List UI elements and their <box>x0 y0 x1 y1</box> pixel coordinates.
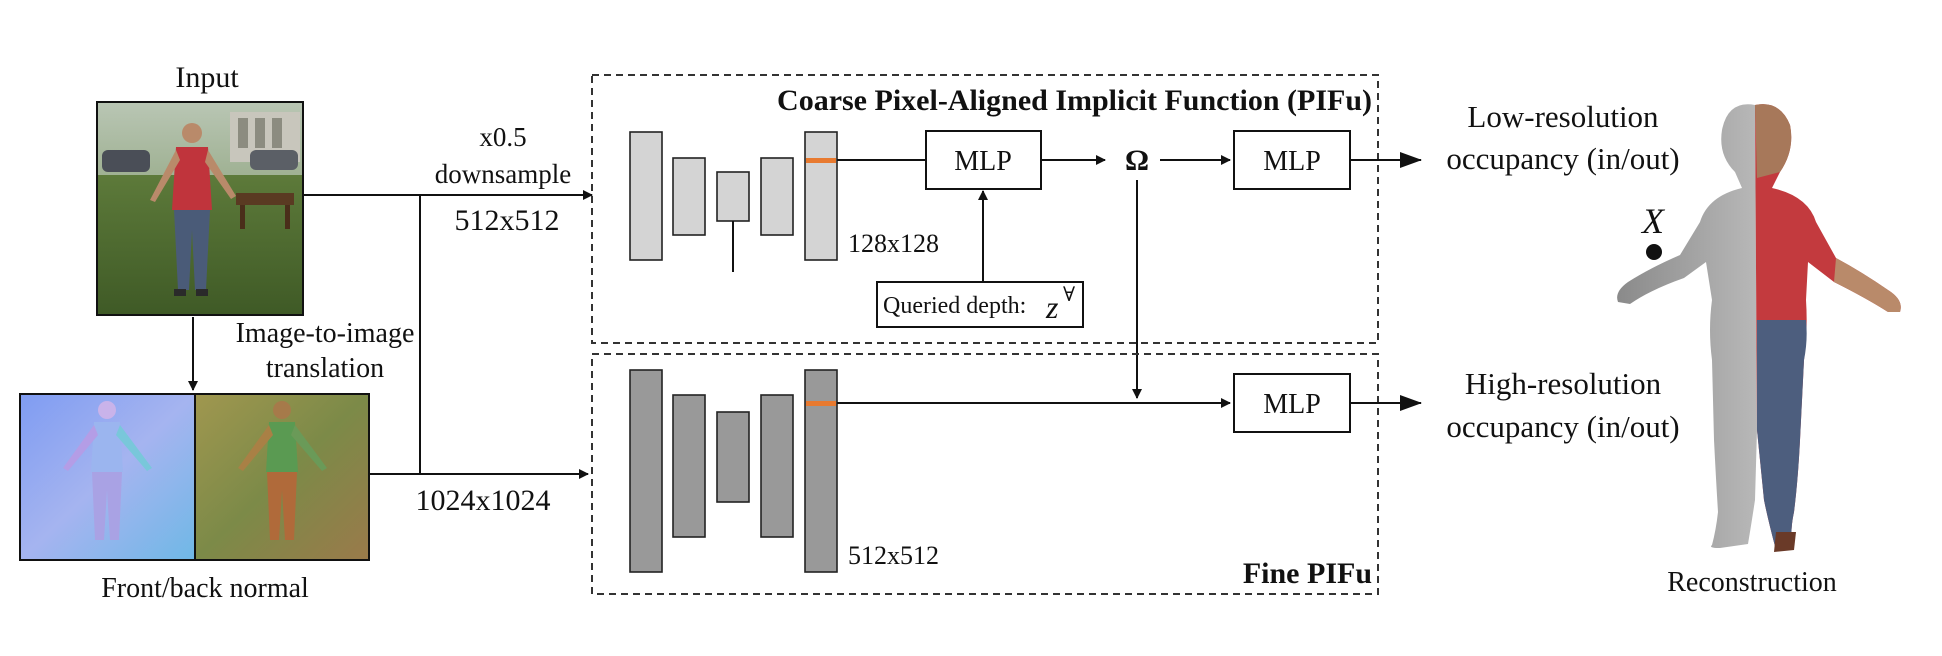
fine-pifu-title: Fine PIFu <box>1243 557 1372 590</box>
downsample-factor-label: x0.5 <box>479 122 526 152</box>
coarse-layer-4 <box>760 157 794 236</box>
reconstruction-figure <box>1617 104 1901 552</box>
z-symbol: z <box>1045 289 1059 325</box>
high-res-mlp-box <box>1233 373 1351 433</box>
coarse-input-resolution: 512x512 <box>455 204 560 237</box>
coarse-feature-resolution: 128x128 <box>848 229 939 258</box>
reconstruction-label: Reconstruction <box>1667 567 1837 598</box>
coarse-pifu-title: Coarse Pixel-Aligned Implicit Function (… <box>777 84 1372 117</box>
coarse-encoder <box>629 131 838 272</box>
fine-encoder <box>629 369 838 573</box>
fine-layer-2 <box>672 394 706 538</box>
low-res-mlp-box <box>1233 130 1351 190</box>
fine-feature-highlight <box>806 401 836 406</box>
coarse-layer-2 <box>672 157 706 236</box>
img2img-label-line2: translation <box>266 353 384 384</box>
fine-layer-3 <box>716 411 750 503</box>
low-res-output-line1: Low-resolution <box>1467 99 1659 134</box>
coarse-layer-3 <box>716 171 750 222</box>
input-photo <box>96 101 304 316</box>
coarse-mlp-box <box>925 130 1042 190</box>
omega-symbol: Ω <box>1125 144 1149 177</box>
queried-depth-label: Queried depth: <box>883 293 1026 319</box>
coarse-feature-highlight <box>806 158 836 163</box>
z-superscript: ∀ <box>1063 284 1075 306</box>
coarse-mlp-label: MLP <box>954 146 1012 177</box>
high-res-output-line2: occupancy (in/out) <box>1446 409 1679 444</box>
fine-layer-5 <box>804 369 838 573</box>
low-res-mlp-label: MLP <box>1263 146 1321 177</box>
input-label: Input <box>175 61 239 94</box>
low-res-output-line2: occupancy (in/out) <box>1446 141 1679 176</box>
high-res-output-line1: High-resolution <box>1465 366 1662 401</box>
front-normal-map <box>19 393 196 561</box>
fine-feature-resolution: 512x512 <box>848 541 939 570</box>
coarse-layer-1 <box>629 131 663 261</box>
fine-pifu-box <box>591 353 1379 595</box>
downsample-label: downsample <box>435 159 571 189</box>
coarse-pifu-box <box>591 74 1379 344</box>
front-back-normal-label: Front/back normal <box>101 573 309 604</box>
fine-input-resolution: 1024x1024 <box>416 484 551 517</box>
fine-layer-1 <box>629 369 663 573</box>
back-normal-map <box>194 393 370 561</box>
point-x-label: X <box>1640 201 1666 241</box>
high-res-mlp-label: MLP <box>1263 389 1321 420</box>
fine-layer-4 <box>760 394 794 538</box>
queried-depth-box <box>876 281 1084 328</box>
coarse-layer-5 <box>804 131 838 261</box>
query-point-x <box>1646 244 1662 260</box>
img2img-label-line1: Image-to-image <box>236 318 415 349</box>
